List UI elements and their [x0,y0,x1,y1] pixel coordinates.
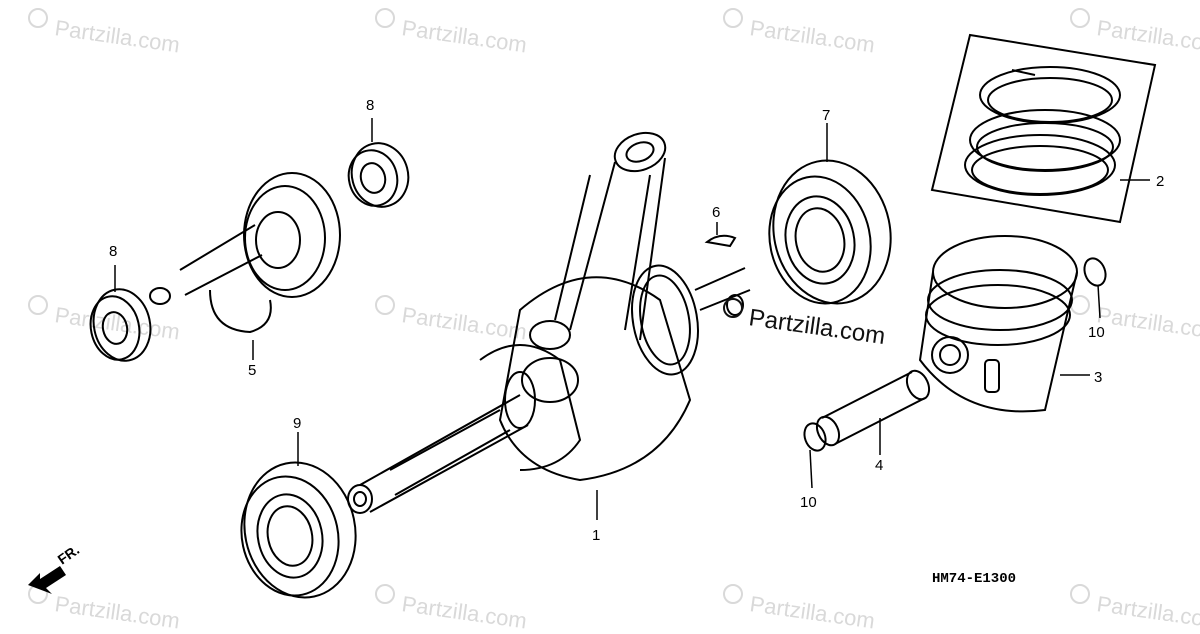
crank-bearing-right[interactable] [758,150,904,315]
callout-9: 9 [293,415,301,432]
callout-5: 5 [248,362,256,379]
callout-4: 4 [875,457,883,474]
callout-1: 1 [592,527,600,544]
callout-8: 8 [366,97,374,114]
watermark-text: Partzilla.com [400,15,528,57]
watermark-text: Partzilla.com [1095,15,1200,57]
piston-ring-set[interactable] [930,33,1157,224]
piston-pin-clip[interactable] [801,255,1109,453]
watermark-text: Partzilla.com [53,591,181,629]
balancer-shaft[interactable] [149,172,341,334]
watermark-text: Partzilla.com [1095,302,1200,344]
center-watermark-text: Partzilla.com [747,304,887,350]
callout-10: 10 [800,494,817,511]
watermark-text: Partzilla.com [400,591,528,629]
piston-pin[interactable] [813,367,934,449]
watermark-text: Partzilla.com [1095,591,1200,629]
callout-7: 7 [822,107,830,124]
crankshaft[interactable] [347,126,751,514]
center-watermark: Partzilla.com [723,298,887,350]
watermark-text: Partzilla.com [53,302,181,344]
watermark-text: Partzilla.com [400,302,528,344]
callout-8: 8 [109,243,117,260]
watermark-layer: Partzilla.com Partzilla.com Partzilla.co… [28,8,1200,633]
front-arrow-icon: FR. [28,541,82,594]
callout-10: 10 [1088,324,1105,341]
watermark-text: Partzilla.com [53,15,181,57]
crank-bearing-left[interactable] [231,452,368,608]
woodruff-key[interactable] [704,234,737,248]
watermark-text: Partzilla.com [748,15,876,57]
diagram-code: HM74-E1300 [932,571,1016,587]
balancer-bearing-top[interactable] [343,137,416,213]
callout-2: 2 [1156,173,1164,190]
piston[interactable] [918,235,1078,413]
front-indicator: FR. [55,541,83,567]
watermark-text: Partzilla.com [748,591,876,629]
callout-6: 6 [712,204,720,221]
leader-lines [114,118,1150,520]
callout-3: 3 [1094,369,1102,386]
